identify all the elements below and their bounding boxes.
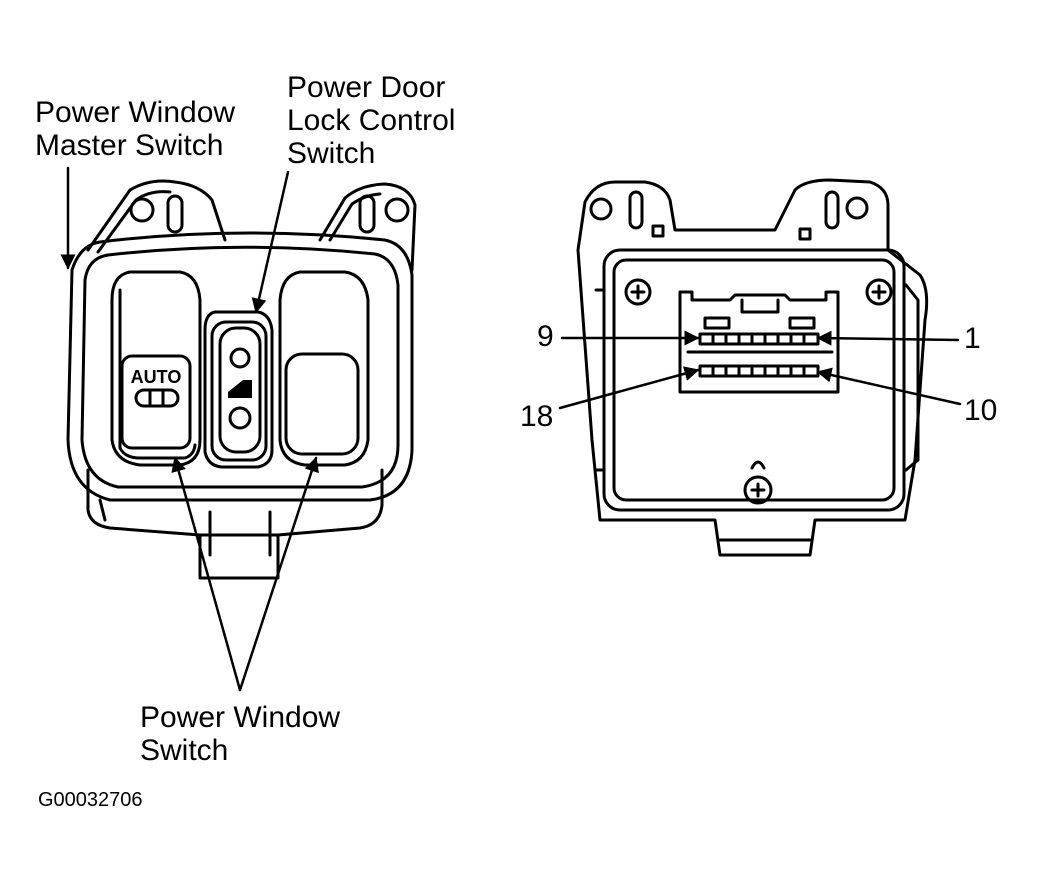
- pin-label-9: 9: [537, 320, 554, 353]
- switch-housing-inner: [80, 245, 400, 489]
- pin-label-18: 18: [520, 400, 554, 433]
- pin-label-1: 1: [964, 322, 981, 355]
- screw-icon: [624, 278, 652, 306]
- window-switch-pocket-right: [278, 270, 370, 467]
- auto-indicator-icon: [134, 388, 180, 408]
- screw-icon: [865, 278, 893, 306]
- mount-hole-left: [129, 197, 155, 223]
- base-plate: [86, 468, 384, 580]
- lock-symbol-icon: [229, 347, 251, 369]
- auto-label: AUTO: [131, 367, 182, 387]
- pin-label-10: 10: [964, 394, 998, 427]
- door-lock-switch-bezel: [203, 310, 274, 469]
- master-switch-front-view: AUTO: [66, 179, 417, 580]
- mounting-tab-left: [86, 179, 227, 252]
- rear-mount-hole-right: [845, 196, 869, 220]
- window-switch-button-right: [284, 352, 360, 456]
- door-lock-switch: [218, 326, 262, 454]
- door-lock-switch-label: Power Door Lock Control Switch: [287, 71, 456, 170]
- mount-hole-right: [384, 197, 410, 223]
- switch-rear-view: [576, 178, 929, 557]
- unlock-symbol-icon: [228, 380, 252, 398]
- rear-mount-hole-left: [589, 197, 613, 221]
- window-switch-label: Power Window Switch: [140, 701, 341, 767]
- leader-arrows-right: [558, 330, 962, 410]
- switch-housing-outer: [66, 231, 414, 502]
- figure-id: G00032706: [38, 789, 143, 811]
- electrical-connector: [678, 290, 840, 394]
- rear-housing: [602, 248, 906, 512]
- auto-button: [120, 354, 192, 450]
- master-switch-label: Power Window Master Switch: [35, 96, 236, 162]
- screw-icon: [743, 460, 773, 505]
- mounting-tab-right: [318, 182, 417, 272]
- leader-arrows-left: [60, 166, 319, 692]
- rear-mounting-plate: [576, 178, 929, 557]
